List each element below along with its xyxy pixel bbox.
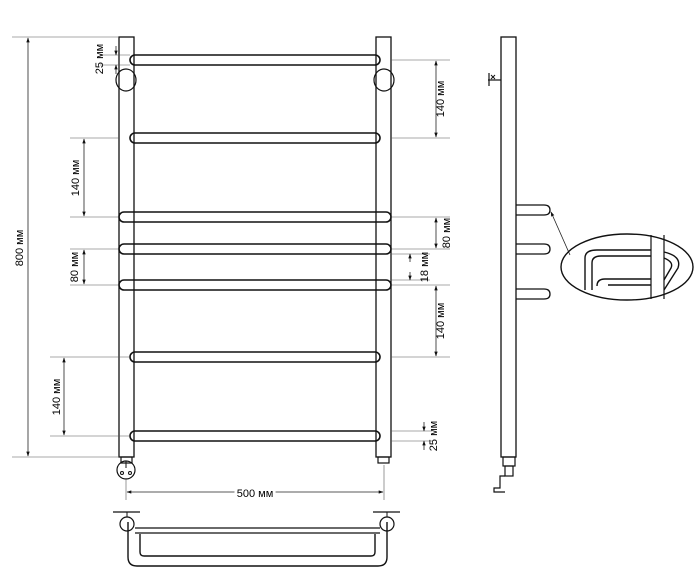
label-right-spacing-top: 140 мм [435, 81, 447, 118]
label-left-spacing-lower: 140 мм [51, 379, 63, 416]
rung-2 [129, 132, 381, 144]
side-bottom-valve [493, 456, 516, 493]
side-rung-lower [516, 288, 551, 300]
bottom-cap-right [377, 456, 390, 464]
side-rung-upper [516, 204, 551, 216]
rung-4 [118, 243, 392, 255]
label-top-gap-left: 25 мм [94, 44, 106, 74]
side-view [488, 36, 694, 493]
wall-mount-top-right [373, 68, 395, 92]
bottom-valve-left [116, 456, 136, 480]
left-post [118, 36, 135, 458]
label-right-spacing-lower: 140 мм [435, 303, 447, 340]
label-bottom-gap-right: 25 мм [428, 421, 440, 451]
side-post [500, 36, 517, 458]
side-wall-bracket [488, 73, 501, 86]
rung-1 [129, 54, 381, 66]
rung-7 [129, 430, 381, 442]
detail-magnifier [560, 233, 694, 301]
wall-flange-right [373, 511, 400, 532]
dimension-labels: 800 мм 25 мм 140 мм 80 мм 140 мм 140 мм … [14, 44, 453, 503]
front-view [115, 36, 395, 480]
wall-mount-top-left [115, 68, 137, 92]
right-post [375, 36, 392, 458]
label-total-width: 500 мм [237, 488, 274, 500]
rung-6 [129, 351, 381, 363]
label-left-spacing-upper: 140 мм [70, 160, 82, 197]
top-view [113, 511, 400, 567]
side-rung-middle [516, 243, 551, 255]
rung-5 [118, 279, 392, 291]
label-left-spacing-middle: 80 мм [69, 252, 81, 282]
label-total-height: 800 мм [14, 230, 26, 267]
label-right-spacing-middle: 80 мм [441, 218, 453, 248]
dimension-lines [12, 36, 450, 500]
wall-flange-left [113, 511, 140, 532]
rung-3 [118, 211, 392, 223]
label-right-gap-small: 18 мм [419, 252, 431, 282]
